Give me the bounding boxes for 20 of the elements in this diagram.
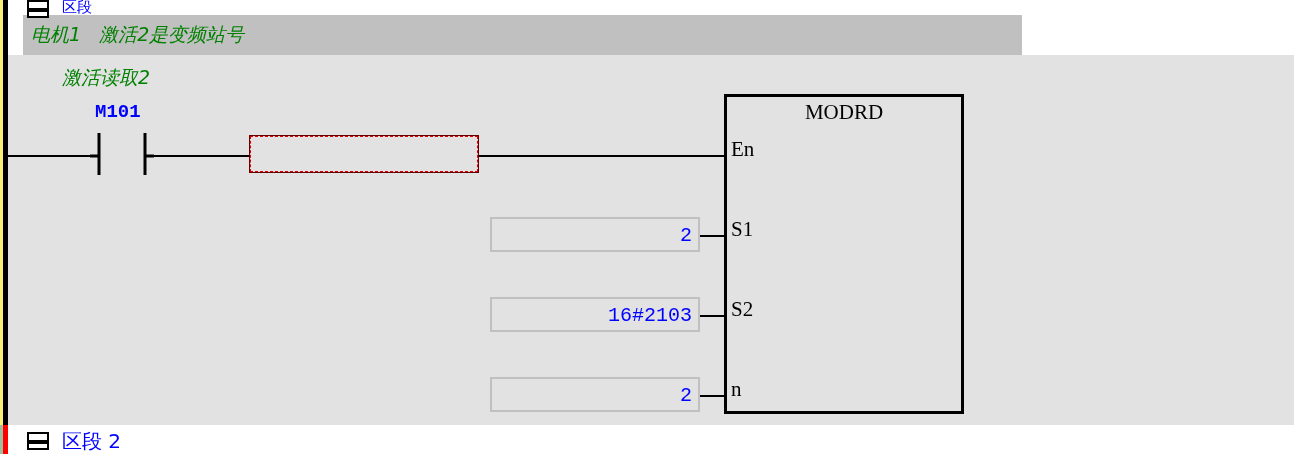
pin-label: n bbox=[731, 377, 742, 402]
block-name: MODRD bbox=[803, 100, 885, 125]
section-label: 区段 2 bbox=[62, 428, 122, 454]
pin-label: S1 bbox=[731, 217, 754, 242]
network-comment: 激活读取2 bbox=[62, 65, 151, 90]
empty-element-box bbox=[250, 136, 478, 172]
pin-label: En bbox=[731, 137, 755, 162]
parameter-value: 2 bbox=[680, 224, 692, 247]
connection-line bbox=[699, 315, 725, 317]
parameter-value: 2 bbox=[680, 384, 692, 407]
connection-line bbox=[7, 155, 91, 157]
contact-address: M101 bbox=[95, 100, 141, 124]
connection-line bbox=[153, 155, 251, 157]
connection-line bbox=[477, 155, 725, 157]
function-block bbox=[724, 94, 964, 414]
pin-label: S2 bbox=[731, 297, 754, 322]
parameter-value: 16#2103 bbox=[608, 304, 692, 327]
comment-text: 电机1 激活2是变频站号 bbox=[31, 23, 245, 45]
connection-line bbox=[699, 235, 725, 237]
connection-line bbox=[699, 395, 725, 397]
